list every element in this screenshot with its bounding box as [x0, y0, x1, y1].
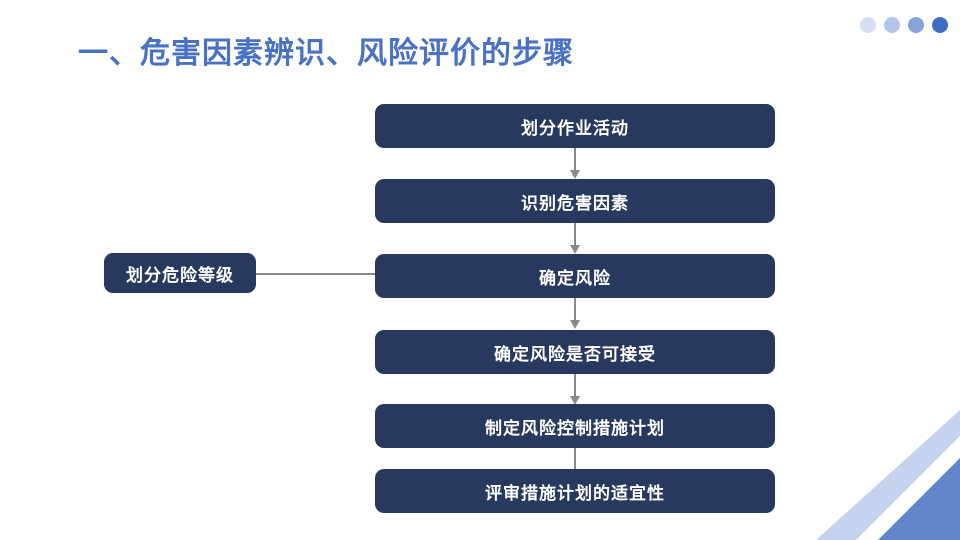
flow-node-2-label: 识别危害因素: [521, 193, 629, 213]
flow-node-5: 制定风险控制措施计划: [375, 404, 775, 448]
arrow-head-icon: [570, 170, 580, 179]
arrow-shaft: [574, 148, 576, 171]
dot-2-icon: [884, 17, 900, 33]
arrow-head-icon: [570, 396, 580, 405]
arrow-head-icon: [570, 245, 580, 254]
dot-4-icon: [932, 17, 948, 33]
flow-arrow-3-4: [570, 298, 580, 329]
dot-3-icon: [908, 17, 924, 33]
flow-node-1: 划分作业活动: [375, 104, 775, 148]
flow-node-2: 识别危害因素: [375, 179, 775, 223]
corner-stripe-light: [816, 410, 960, 540]
page-title: 一、危害因素辨识、风险评价的步骤: [78, 37, 574, 70]
flow-node-5-label: 制定风险控制措施计划: [485, 418, 665, 438]
flow-node-3-label: 确定风险: [539, 268, 611, 288]
corner-triangle-dark: [878, 458, 960, 540]
arrow-shaft: [574, 448, 576, 471]
flow-node-4-label: 确定风险是否可接受: [494, 344, 656, 364]
corner-decoration: [816, 410, 960, 540]
arrow-shaft: [574, 298, 576, 321]
flow-arrow-1-2: [570, 148, 580, 179]
side-node-divide-risk-level: 划分危险等级: [104, 253, 256, 293]
arrow-head-icon: [570, 320, 580, 329]
side-node-label: 划分危险等级: [126, 265, 234, 285]
decorative-dots: [860, 17, 948, 33]
flow-arrow-4-5: [570, 374, 580, 405]
flow-node-6-label: 评审措施计划的适宜性: [485, 483, 665, 503]
dot-1-icon: [860, 17, 876, 33]
side-connector-line: [255, 273, 377, 275]
flow-arrow-2-3: [570, 223, 580, 254]
flow-node-3: 确定风险: [375, 254, 775, 298]
flow-node-1-label: 划分作业活动: [521, 118, 629, 138]
flow-node-6: 评审措施计划的适宜性: [375, 469, 775, 513]
flow-node-4: 确定风险是否可接受: [375, 330, 775, 374]
arrow-shaft: [574, 223, 576, 246]
arrow-shaft: [574, 374, 576, 397]
